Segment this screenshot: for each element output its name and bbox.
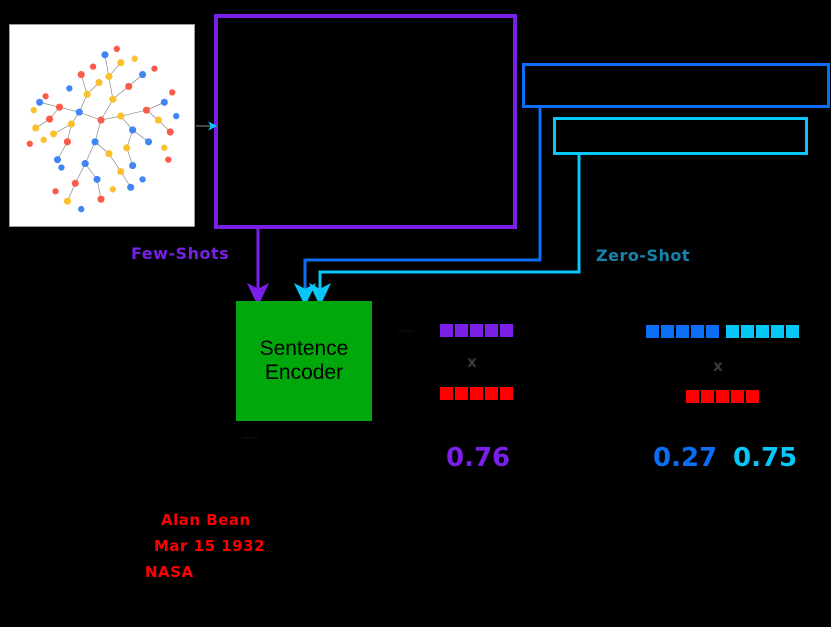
fewshot-prediction-vector	[440, 324, 513, 337]
zeroshot-prediction-vector-1	[646, 325, 719, 338]
embedding-cell	[746, 390, 759, 403]
embedding-cell	[485, 324, 498, 337]
knowledge-graph-nodes	[26, 45, 180, 213]
embedding-cell	[726, 325, 739, 338]
embedding-cell	[440, 324, 453, 337]
embedding-cell	[646, 325, 659, 338]
knowledge-graph-svg	[26, 45, 180, 213]
embedding-cell	[470, 387, 483, 400]
zeroshot-prompt-box-1	[522, 63, 830, 108]
fewshot-similarity-score: 0.76	[446, 443, 511, 473]
fewshot-reference-vector	[440, 387, 513, 400]
embedding-cell	[455, 324, 468, 337]
embedding-cell	[455, 387, 468, 400]
zeroshot-reference-vector	[686, 390, 759, 403]
zeroshot-similarity-score-2: 0.75	[733, 443, 798, 473]
embedding-cell	[500, 387, 513, 400]
zeroshot-prompt-box-2	[553, 117, 808, 155]
embedding-cell	[440, 387, 453, 400]
entity-line-org: NASA	[145, 562, 194, 581]
entity-line-date: Mar 15 1932	[154, 536, 266, 555]
entity-line-name: Alan Bean	[161, 511, 251, 529]
embedding-cell	[706, 325, 719, 338]
fewshot-similarity-operator: x	[467, 353, 477, 371]
fewshots-label: Few-Shots	[131, 244, 230, 263]
embedding-cell	[786, 325, 799, 338]
embedding-cell	[661, 325, 674, 338]
embedding-cell	[731, 390, 744, 403]
zeroshot-label: Zero-Shot	[596, 246, 691, 265]
zeroshot-similarity-operator: x	[713, 357, 723, 375]
embedding-cell	[716, 390, 729, 403]
fewshot-prompt-box	[214, 14, 517, 229]
knowledge-graph-edges	[35, 54, 171, 202]
embedding-cell	[701, 390, 714, 403]
arrow-entity-to-encoder	[243, 437, 260, 439]
embedding-cell	[686, 390, 699, 403]
embedding-cell	[741, 325, 754, 338]
embedding-cell	[756, 325, 769, 338]
zeroshot-similarity-score-1: 0.27	[653, 443, 718, 473]
embedding-cell	[676, 325, 689, 338]
embedding-cell	[485, 387, 498, 400]
zeroshot-prediction-vector-2	[726, 325, 799, 338]
sentence-encoder-line1: Sentence	[259, 336, 349, 360]
embedding-cell	[771, 325, 784, 338]
knowledge-graph-panel	[9, 24, 195, 227]
embedding-cell	[691, 325, 704, 338]
embedding-cell	[470, 324, 483, 337]
entity-triple-text: Alan Bean Mar 15 1932 NASA	[145, 508, 265, 585]
sentence-encoder-line2: Encoder	[264, 361, 344, 384]
embedding-cell	[500, 324, 513, 337]
sentence-encoder-box[interactable]: Sentence Encoder	[236, 301, 372, 421]
